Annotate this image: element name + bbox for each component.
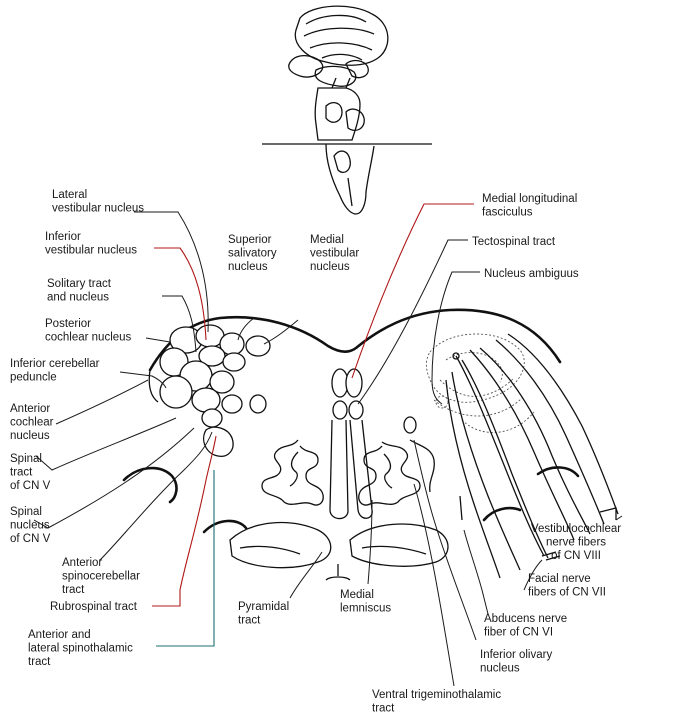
- label-line: nucleus: [480, 663, 520, 675]
- leader-lines: [33, 203, 623, 687]
- label-line: nucleus: [310, 261, 350, 273]
- label-line: Inferior olivary: [480, 649, 552, 661]
- label-solitary-tract-and-nucleus: Solitary tract and nucleus: [47, 278, 112, 304]
- label-line: cochlear nucleus: [45, 332, 132, 344]
- label-line: Nucleus ambiguus: [484, 268, 579, 280]
- label-line: fasciculus: [482, 207, 533, 219]
- label-line: Vestibulocochlear: [531, 523, 621, 535]
- label-line: peduncle: [10, 372, 57, 384]
- label-line: of CN V: [10, 533, 51, 545]
- label-line: Tectospinal tract: [472, 236, 556, 248]
- label-pyramidal-tract: Pyramidal tract: [238, 601, 289, 627]
- label-line: Superior: [228, 234, 272, 246]
- label-medial-longitudinal-fasciculus: Medial longitudinal fasciculus: [482, 193, 577, 219]
- label-line: spinocerebellar: [62, 571, 140, 583]
- label-line: of CN V: [10, 480, 51, 492]
- label-line: fiber of CN VI: [484, 627, 553, 639]
- label-line: lemniscus: [340, 603, 391, 615]
- label-line: Spinal: [10, 506, 42, 518]
- labels-left: Lateral vestibular nucleus Inferior vestib…: [10, 189, 144, 668]
- label-line: Facial nerve: [528, 573, 591, 585]
- label-line: salivatory: [228, 248, 277, 260]
- label-line: nucleus: [10, 520, 50, 532]
- label-line: tract: [28, 656, 51, 668]
- label-line: tract: [238, 615, 261, 627]
- label-line: and nucleus: [47, 292, 109, 304]
- label-tectospinal-tract: Tectospinal tract: [472, 236, 556, 248]
- label-line: Inferior: [45, 231, 81, 243]
- label-inferior-vestibular-nucleus: Inferior vestibular nucleus: [45, 231, 137, 257]
- label-rubrospinal-tract: Rubrospinal tract: [50, 601, 138, 613]
- label-line: Medial longitudinal: [482, 193, 577, 205]
- label-line: Inferior cerebellar: [10, 358, 100, 370]
- label-line: Abducens nerve: [484, 613, 567, 625]
- label-medial-lemniscus: Medial lemniscus: [340, 589, 391, 615]
- label-line: vestibular nucleus: [45, 245, 137, 257]
- label-line: Anterior and: [28, 629, 91, 641]
- label-lateral-vestibular-nucleus: Lateral vestibular nucleus: [52, 189, 144, 215]
- brainstem-inset-sketch: [262, 5, 432, 215]
- label-nucleus-ambiguus: Nucleus ambiguus: [484, 268, 579, 280]
- labels-right: Medial longitudinal fasciculus Tectospina…: [472, 193, 621, 675]
- label-line: cochlear: [10, 417, 54, 429]
- label-abducens-nerve-fiber: Abducens nerve fiber of CN VI: [484, 613, 567, 639]
- label-line: Medial: [310, 234, 344, 246]
- label-line: Spinal: [10, 453, 42, 465]
- label-inferior-olivary-nucleus: Inferior olivary nucleus: [480, 649, 552, 675]
- label-line: nerve fibers: [546, 537, 606, 549]
- label-line: Anterior: [62, 557, 102, 569]
- label-ventral-trigeminothalamic-tract: Ventral trigeminothalamic tract: [372, 689, 501, 715]
- label-line: tract: [372, 703, 395, 715]
- label-line: tract: [10, 467, 33, 479]
- label-line: nucleus: [228, 261, 268, 273]
- label-facial-nerve-fibers: Facial nerve fibers of CN VII: [528, 573, 606, 599]
- label-line: Anterior: [10, 403, 50, 415]
- label-line: fibers of CN VII: [528, 587, 606, 599]
- label-line: nucleus: [10, 430, 50, 442]
- label-line: lateral spinothalamic: [28, 643, 133, 655]
- label-line: Solitary tract: [47, 278, 112, 290]
- label-line: vestibular: [310, 248, 359, 260]
- label-line: Medial: [340, 589, 374, 601]
- label-inferior-cerebellar-peduncle: Inferior cerebellar peduncle: [10, 358, 100, 384]
- label-posterior-cochlear-nucleus: Posterior cochlear nucleus: [45, 318, 132, 344]
- label-line: Lateral: [52, 189, 87, 201]
- label-line: Rubrospinal tract: [50, 601, 138, 613]
- label-line: Posterior: [45, 318, 91, 330]
- label-line: Ventral trigeminothalamic: [372, 689, 501, 701]
- label-line: Pyramidal: [238, 601, 289, 613]
- label-line: tract: [62, 584, 85, 596]
- label-line: of CN VIII: [551, 550, 601, 562]
- label-line: vestibular nucleus: [52, 203, 144, 215]
